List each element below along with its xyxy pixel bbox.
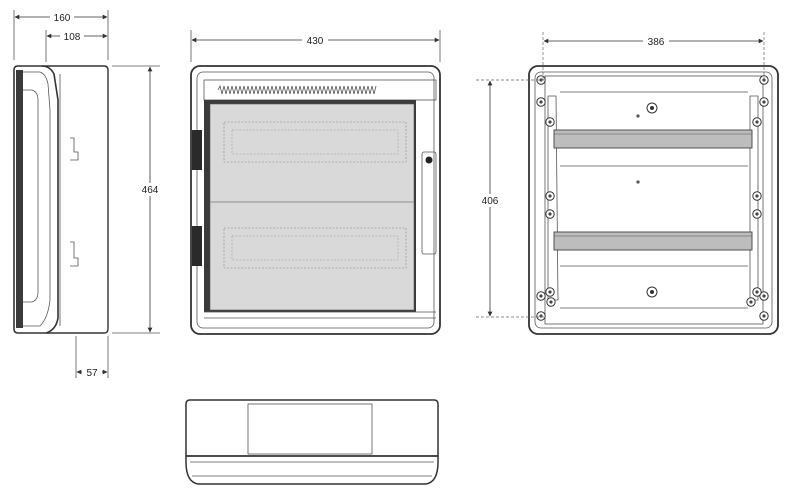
screw-center: [755, 120, 759, 124]
screw-center: [762, 294, 766, 298]
front-view: [190, 65, 441, 335]
screw-center: [549, 300, 553, 304]
dim-160: 160: [13, 10, 109, 60]
screw-center: [548, 212, 552, 216]
screw-center: [548, 290, 552, 294]
screw-center: [755, 212, 759, 216]
dim-label-406: 406: [482, 196, 499, 207]
screw-center: [539, 100, 543, 104]
bottom-view: [185, 399, 439, 485]
screw-center: [548, 120, 552, 124]
dim-464: 464: [112, 65, 162, 334]
dim-108: 108: [45, 30, 108, 62]
dim-57: 57: [75, 336, 109, 379]
screw-center: [539, 294, 543, 298]
dim-label-57: 57: [86, 368, 98, 379]
side-view: [13, 65, 109, 334]
screw-center: [762, 314, 766, 318]
screw-center: [755, 194, 759, 198]
dim-406: 406: [476, 79, 544, 318]
dim-label-430: 430: [307, 36, 324, 47]
dim-label-160: 160: [54, 13, 71, 24]
screw-center: [749, 300, 753, 304]
screw-center: [762, 100, 766, 104]
dim-label-108: 108: [64, 32, 81, 43]
dim-430: 430: [190, 30, 441, 62]
screw-center: [548, 194, 552, 198]
dim-label-386: 386: [648, 37, 665, 48]
dim-386: 386: [542, 32, 765, 80]
vent-zigzag: [217, 84, 377, 95]
rear-view: [528, 65, 779, 335]
dim-label-464: 464: [142, 185, 159, 196]
screw-center: [755, 290, 759, 294]
